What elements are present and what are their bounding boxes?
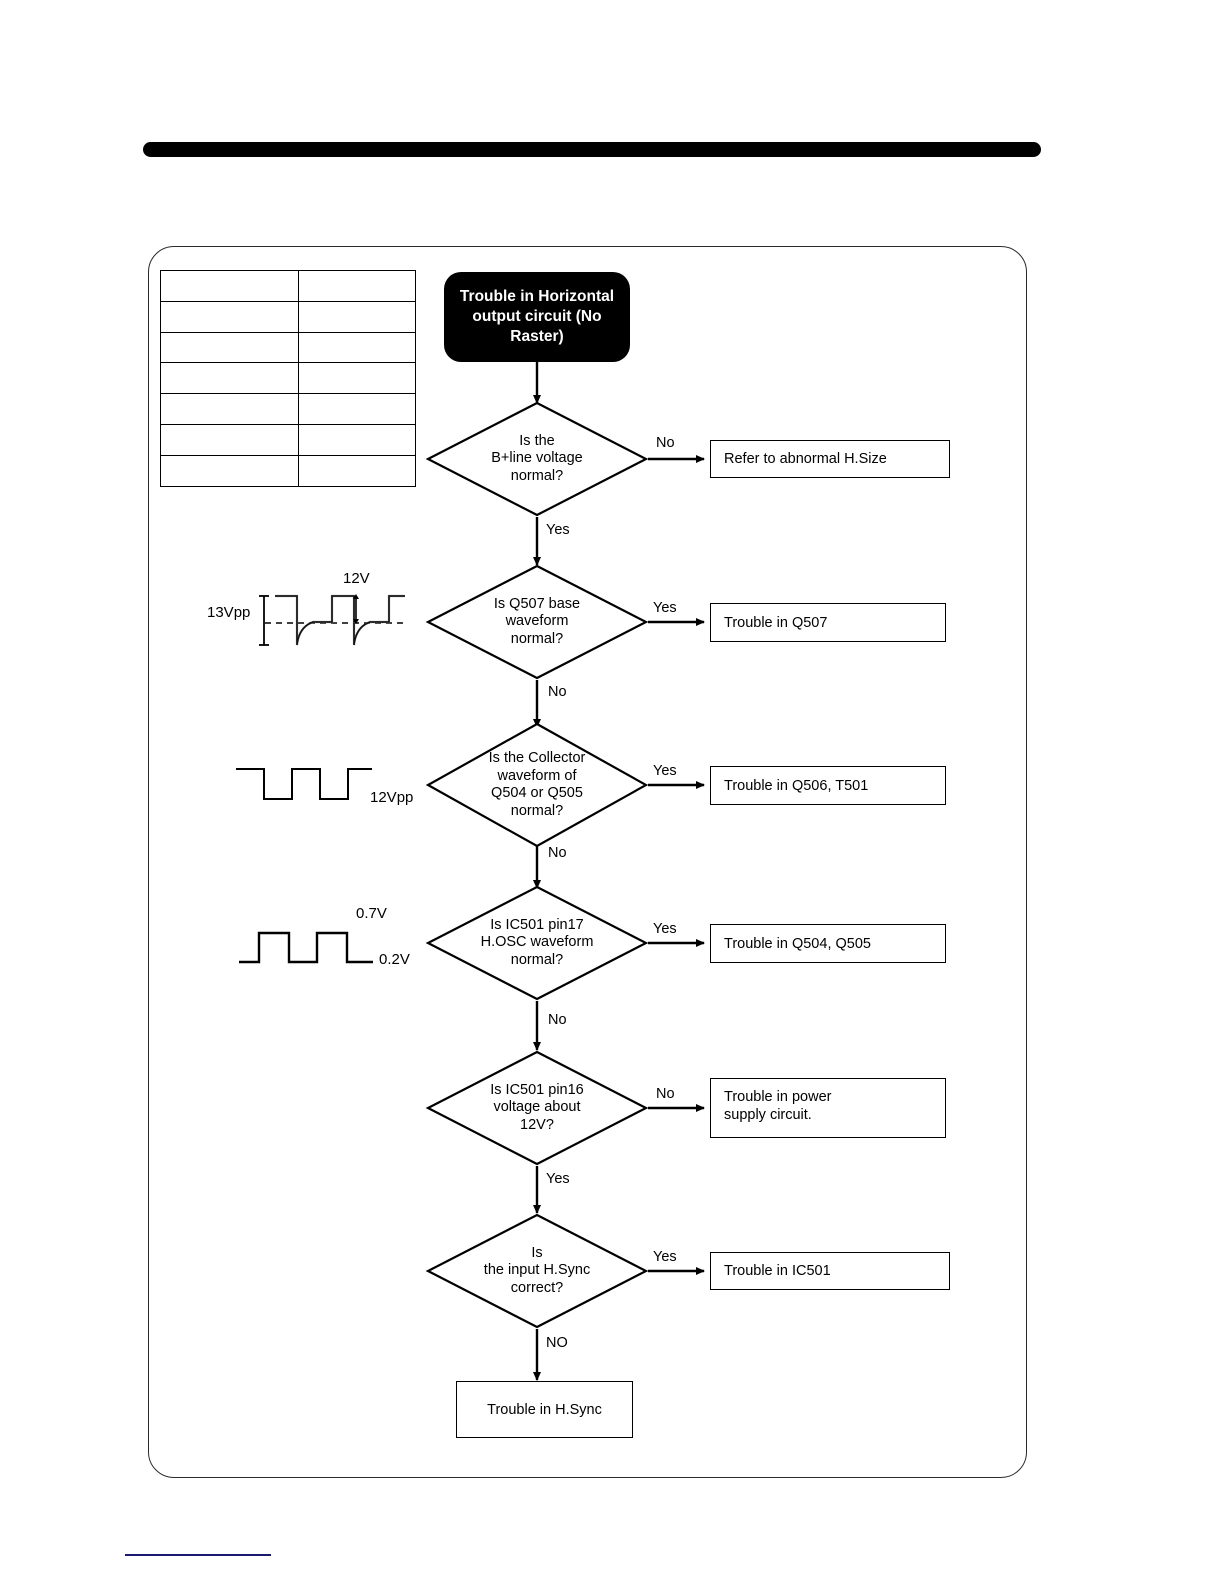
decision-input-hsync: Is the input H.Sync correct? [425,1213,649,1329]
decision-collector-waveform: Is the Collector waveform of Q504 or Q50… [425,722,649,848]
edge-label-d4-no: No [548,1012,567,1028]
table-cell [160,362,299,395]
edge-label-d3-yes: Yes [653,763,677,779]
decision-label: Is the Collector waveform of Q504 or Q50… [488,750,586,819]
edge-label-d5-no: No [656,1086,675,1102]
table-cell [298,300,416,333]
waveform-label-0-2v: 0.2V [379,951,410,968]
edge-label-d2-no: No [548,684,567,700]
edge-label-d5-yes: Yes [546,1171,570,1187]
waveform-label-12vpp: 12Vpp [370,789,414,806]
header-rule [143,142,1041,157]
decision-label: Is the input H.Sync correct? [483,1244,591,1296]
table-cell [298,393,416,425]
decision-label: Is IC501 pin16 voltage about 12V? [490,1081,584,1133]
table-cell [298,331,416,364]
waveform-collector-square [234,755,374,811]
edge-label-d4-yes: Yes [653,921,677,937]
decision-q507-base-waveform: Is Q507 base waveform normal? [425,564,649,680]
decision-b-line-voltage: Is the B+line voltage normal? [425,401,649,517]
table-cell [160,393,299,425]
decision-ic501-pin17-hosc: Is IC501 pin17 H.OSC waveform normal? [425,885,649,1001]
table-row [160,331,416,364]
table-row [160,300,416,333]
decision-label: Is IC501 pin17 H.OSC waveform normal? [480,916,594,968]
result-box-trouble-power-supply: Trouble in power supply circuit. [710,1078,946,1138]
waveform-label-0-7v: 0.7V [356,905,387,922]
table-cell [160,331,299,364]
edge-label-d1-no: No [656,435,675,451]
table-row [160,270,416,302]
edge-label-d2-yes: Yes [653,600,677,616]
table-cell [160,454,299,487]
footer-rule [125,1554,271,1556]
waveform-label-13vpp: 13Vpp [207,604,251,621]
table-row [160,454,416,487]
result-box-refer-hsize: Refer to abnormal H.Size [710,440,950,478]
table-cell [160,300,299,333]
waveform-q507-base [255,575,405,655]
table-row [160,423,416,456]
edge-label-d1-yes: Yes [546,522,570,538]
decision-label: Is the B+line voltage normal? [491,432,583,484]
decision-label: Is Q507 base waveform normal? [493,595,581,647]
table-cell [298,423,416,456]
result-box-trouble-ic501: Trouble in IC501 [710,1252,950,1290]
result-box-trouble-q507: Trouble in Q507 [710,603,946,642]
table-cell [298,362,416,395]
waveform-hosc-square [237,920,377,976]
spec-table [160,270,416,487]
waveform-label-12v: 12V [343,570,370,587]
result-box-trouble-q504-q505: Trouble in Q504, Q505 [710,924,946,963]
table-cell [298,270,416,302]
table-row [160,362,416,395]
decision-ic501-pin16-voltage: Is IC501 pin16 voltage about 12V? [425,1050,649,1166]
table-row [160,393,416,425]
edge-label-d6-no: NO [546,1335,568,1351]
table-cell [298,454,416,487]
table-cell [160,270,299,302]
table-cell [160,423,299,456]
edge-label-d3-no: No [548,845,567,861]
diagram-frame [148,246,1027,1478]
edge-label-d6-yes: Yes [653,1249,677,1265]
flowchart-start-block: Trouble in Horizontal output circuit (No… [444,272,630,362]
result-box-trouble-q506-t501: Trouble in Q506, T501 [710,766,946,805]
terminal-box-trouble-hsync: Trouble in H.Sync [456,1381,633,1438]
